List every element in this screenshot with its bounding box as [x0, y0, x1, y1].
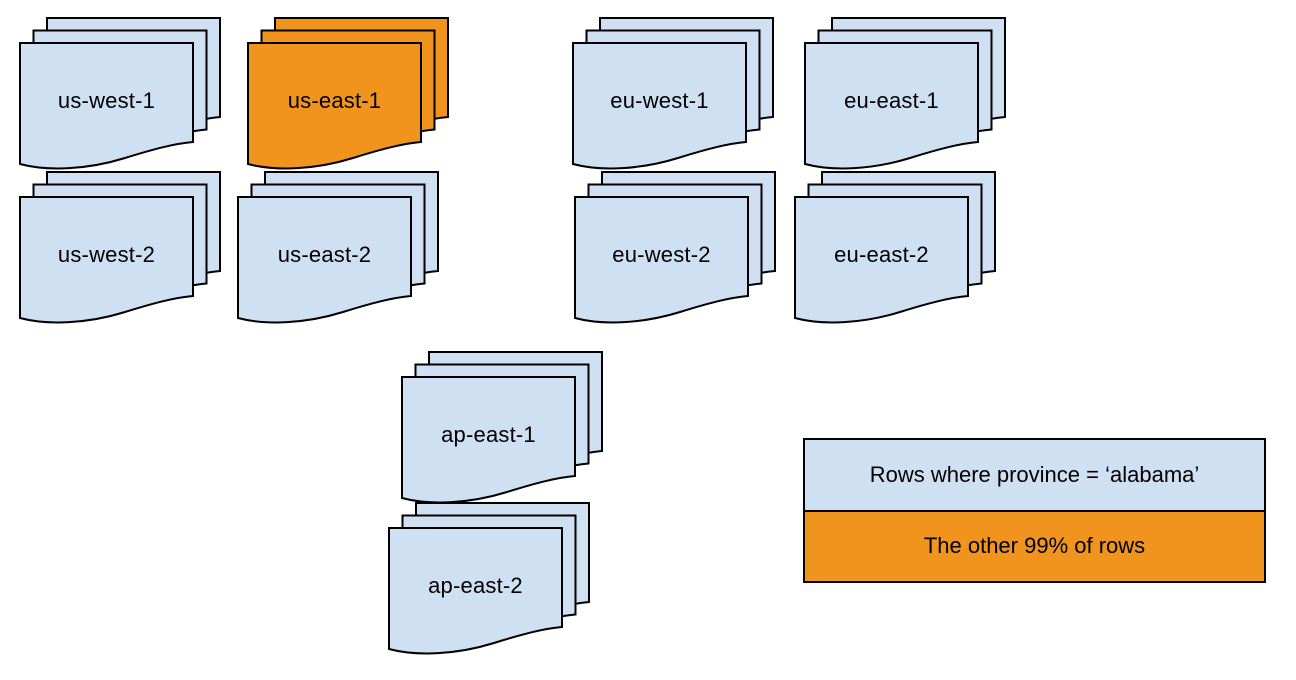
region-label: eu-east-2 — [834, 242, 929, 267]
region-stack-ap-east-1: ap-east-1 — [400, 350, 604, 507]
region-label: us-west-1 — [57, 88, 156, 113]
legend-row-other-rows: The other 99% of rows — [805, 511, 1264, 581]
region-stack-us-west-1: us-west-1 — [18, 16, 222, 173]
region-stack-eu-west-1: eu-west-1 — [571, 16, 775, 173]
region-label: ap-east-2 — [428, 573, 523, 598]
region-label: us-west-2 — [57, 242, 156, 267]
region-label: us-east-1 — [287, 88, 382, 113]
region-label: eu-west-2 — [612, 242, 711, 267]
region-label: us-east-2 — [277, 242, 372, 267]
legend-label: Rows where province = ‘alabama’ — [869, 461, 1200, 487]
region-stack-us-west-2: us-west-2 — [18, 170, 222, 327]
legend: Rows where province = ‘alabama’ The othe… — [803, 438, 1266, 583]
region-stack-eu-east-2: eu-east-2 — [793, 170, 997, 327]
region-label: eu-west-1 — [610, 88, 709, 113]
region-stack-us-east-2: us-east-2 — [236, 170, 440, 327]
region-stack-eu-west-2: eu-west-2 — [573, 170, 777, 327]
region-stack-us-east-1: us-east-1 — [246, 16, 450, 173]
legend-label: The other 99% of rows — [923, 533, 1146, 559]
region-stack-eu-east-1: eu-east-1 — [803, 16, 1007, 173]
region-label: eu-east-1 — [844, 88, 939, 113]
region-label: ap-east-1 — [441, 422, 536, 447]
legend-row-alabama: Rows where province = ‘alabama’ — [805, 440, 1264, 512]
region-stack-ap-east-2: ap-east-2 — [387, 501, 591, 658]
